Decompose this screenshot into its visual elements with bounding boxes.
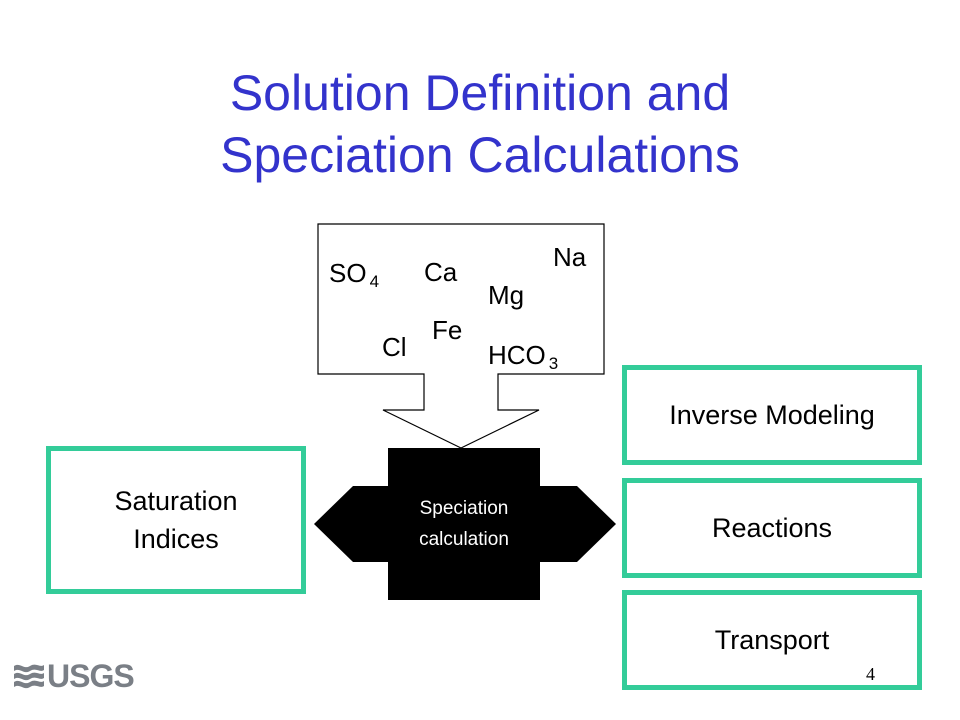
usgs-wave-logo-icon bbox=[14, 664, 44, 689]
inverse-modeling-label: Inverse Modeling bbox=[669, 400, 875, 430]
core-line-1: Speciation bbox=[419, 498, 509, 519]
ion-mg: Mg bbox=[488, 280, 525, 310]
core-line-2: calculation bbox=[419, 529, 509, 550]
speciation-calculation-block: Speciation calculation bbox=[388, 448, 540, 600]
ion-fe: Fe bbox=[432, 315, 463, 345]
right-arrow-icon bbox=[540, 486, 616, 562]
solution-input-callout bbox=[317, 223, 605, 449]
inverse-modeling-box: Inverse Modeling bbox=[622, 365, 922, 465]
page-title: Solution Definition and Speciation Calcu… bbox=[0, 62, 960, 186]
ion-na: Na bbox=[553, 242, 587, 272]
usgs-logo: USGS bbox=[14, 660, 138, 692]
reactions-label: Reactions bbox=[711, 513, 833, 543]
title-line-1: Solution Definition and bbox=[229, 65, 731, 121]
ion-ca: Ca bbox=[424, 257, 458, 287]
saturation-line-1: Saturation bbox=[114, 486, 238, 516]
saturation-indices-box: Saturation Indices bbox=[46, 446, 306, 594]
left-arrow-icon bbox=[314, 486, 388, 562]
reactions-box: Reactions bbox=[622, 478, 922, 578]
ion-cl: Cl bbox=[382, 332, 407, 362]
transport-label: Transport bbox=[714, 625, 830, 655]
saturation-line-2: Indices bbox=[133, 524, 219, 554]
transport-box: Transport bbox=[622, 590, 922, 690]
title-line-2: Speciation Calculations bbox=[220, 127, 740, 183]
usgs-logo-text: USGS bbox=[47, 658, 135, 694]
page-number: 4 bbox=[866, 664, 875, 684]
